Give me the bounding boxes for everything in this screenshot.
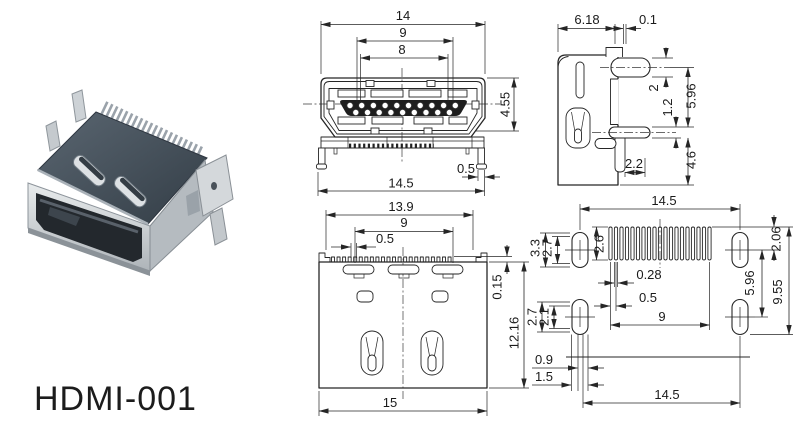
- dim-footprint-row-spacing: 5.96: [742, 270, 757, 295]
- dim-footprint-pad-length: 2.6: [592, 235, 607, 253]
- product-photo: [27, 89, 234, 276]
- dim-top-body-depth: 12.16: [507, 317, 522, 350]
- dim-front-body-height: 4.55: [498, 92, 513, 117]
- footprint-view: 14.5 3.3 2.7 2.6 2.06 5.96 9.55 0.28 0.5…: [525, 193, 793, 408]
- latch-slot-2: [113, 175, 147, 208]
- dim-footprint-mount2-len: 2.7: [525, 308, 540, 326]
- dim-footprint-mount2-inner: 2.1: [537, 308, 552, 326]
- front-view: 14 9 8 4.55 0.5 14.5: [303, 8, 519, 196]
- dim-front-body-width: 14: [396, 8, 410, 23]
- latch-slot-1: [72, 154, 106, 187]
- dim-side-top-pin-height: 2: [646, 84, 661, 91]
- top-view: 13.9 9 0.5 0.15 12.16 15: [318, 199, 529, 416]
- dim-footprint-mount-pad-len: 3.3: [528, 239, 543, 257]
- dim-top-body-width: 15: [383, 395, 397, 410]
- dim-side-tail-offset: 2.2: [625, 156, 643, 171]
- product-code: HDMI-001: [34, 380, 197, 418]
- dim-top-pin-pitch: 0.5: [376, 231, 394, 246]
- dim-footprint-total-depth: 9.55: [770, 279, 785, 304]
- dim-front-leg-width: 0.5: [457, 161, 475, 176]
- dim-front-pin-row-inner: 8: [398, 42, 405, 57]
- dim-footprint-row-width: 9: [658, 309, 665, 324]
- dim-side-row-spacing: 5.96: [684, 83, 699, 108]
- dim-top-comb-width: 13.9: [388, 199, 413, 214]
- dim-footprint-edge-offset-b: 1.5: [535, 369, 553, 384]
- dim-side-bottom-height: 4.6: [684, 151, 699, 169]
- dim-footprint-pad-width: 0.28: [636, 267, 661, 282]
- dim-footprint-mount-pad-inner: 2.7: [540, 239, 555, 257]
- dim-footprint-pad-pitch: 0.5: [639, 290, 657, 305]
- dim-footprint-row-offset: 2.06: [769, 226, 784, 251]
- dim-side-mid-pin-thickness: 1.2: [660, 98, 675, 116]
- dim-front-pin-row-outer: 9: [399, 25, 406, 40]
- dim-footprint-pad-span-bottom: 14.5: [654, 387, 679, 402]
- dim-front-leg-span: 14.5: [388, 176, 413, 191]
- dim-footprint-edge-offset-a: 0.9: [535, 352, 553, 367]
- dim-top-tooth-height: 0.15: [490, 274, 505, 299]
- side-view: 6.18 0.1 2 5.96 1.2 4.6 2.2: [557, 12, 699, 186]
- dim-side-body-depth: 6.18: [574, 12, 599, 27]
- dim-footprint-pad-span-top: 14.5: [651, 193, 676, 208]
- dim-side-tab-offset: 0.1: [639, 12, 657, 27]
- dim-top-pin-row-width: 9: [400, 215, 407, 230]
